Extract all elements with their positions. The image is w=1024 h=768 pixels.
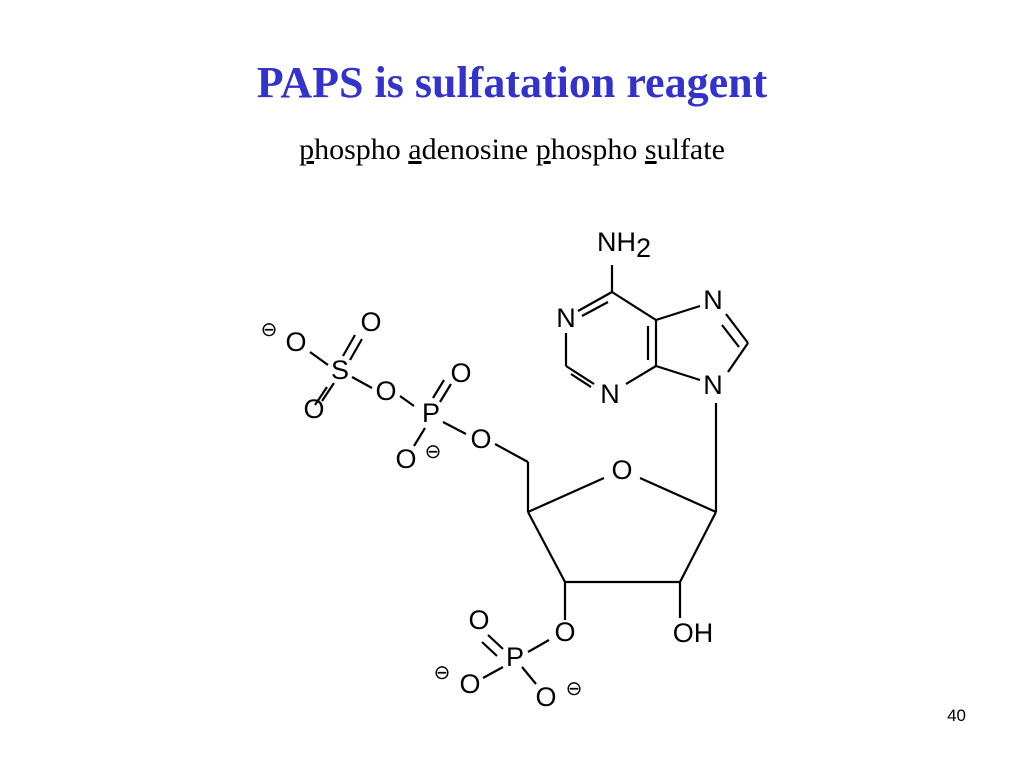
bond-n7-c8-double [721, 324, 740, 348]
bond-p2-oleft [482, 666, 504, 679]
bond-c5-n7 [655, 304, 701, 322]
subtitle-word-adenosine: adenosine [408, 133, 529, 166]
atom-oh: OH [673, 618, 714, 648]
atom-labels: NH2 N N N N O OH O ⊖ O S O O O P O O ⊖ O… [261, 227, 723, 712]
atom-p2-o-left: O [459, 669, 480, 699]
atom-p1-o-right: O [470, 424, 491, 454]
bond-p1-otop [432, 379, 445, 399]
bond-s-otop [342, 334, 356, 357]
bond-c5p-o5p [494, 443, 529, 463]
bond-s-otop-double [349, 338, 363, 361]
bond-c5-c6 [611, 291, 657, 321]
bond-n3-c4 [625, 365, 657, 385]
bond-p2-otop-double [481, 641, 498, 657]
bond-p1-obottom [413, 427, 426, 447]
subtitle-word-phospho-2: phospho [535, 133, 638, 166]
atom-n3: N [600, 379, 620, 409]
atom-s-o-left: O [285, 327, 306, 357]
bond-n9-c4 [655, 364, 701, 382]
atom-s: S [331, 355, 349, 385]
bond-c1p-o4p [639, 476, 717, 514]
bond-c2-n3 [565, 365, 595, 385]
bond-s-obottom [321, 382, 335, 402]
atom-p1: P [422, 398, 440, 428]
bond-lines [309, 265, 749, 685]
subtitle-word-phospho-1: phospho [299, 133, 401, 166]
atom-p2-o-right: O [554, 617, 575, 647]
bond-p2-obottom [521, 666, 537, 685]
atom-p1-o-top: O [450, 358, 471, 388]
bond-p1-obridge [399, 395, 415, 407]
slide-title: PAPS is sulfatation reagent [256, 58, 768, 107]
bond-c1p-c2p [679, 511, 717, 583]
atom-n1: N [556, 303, 576, 333]
atom-n9: N [703, 370, 723, 400]
bond-p1-otop-double [439, 383, 452, 403]
bond-c6-n1-double [581, 301, 609, 317]
charge-s-o-left: ⊖ [261, 319, 278, 341]
charge-p2-o-left: ⊖ [434, 662, 451, 684]
atom-p2: P [506, 642, 524, 672]
bond-o4p-c4p [527, 476, 605, 514]
bond-s-obottom-double [314, 386, 328, 406]
bond-c6-n1 [577, 291, 613, 312]
bond-c8-n9 [727, 342, 749, 373]
subtitle-word-sulfate: sulfate [644, 133, 725, 166]
bond-p2-otop [487, 634, 504, 650]
bond-obridge-s [351, 376, 373, 389]
slide-subtitle: phospho adenosine phospho sulfate [0, 131, 1024, 169]
atom-ring-o: O [611, 455, 632, 485]
bond-o5p-p1 [442, 421, 467, 435]
slide-number: 40 [947, 706, 966, 725]
atom-nh2: NH2 [597, 227, 651, 263]
atom-s-o-top: O [360, 307, 381, 337]
atom-bridge-o: O [375, 376, 396, 406]
atom-s-o-bottom: O [303, 394, 324, 424]
bond-o3p-p2 [527, 639, 550, 653]
bond-n7-c8 [725, 313, 749, 344]
charge-p1-o-bottom: ⊖ [425, 441, 442, 463]
bond-c3p-c4p [527, 511, 566, 583]
charge-p2-o-bottom: ⊖ [566, 678, 583, 700]
bond-c2-n3-double [570, 373, 592, 388]
atom-p1-o-bottom: O [395, 444, 416, 474]
atom-p2-o-top: O [468, 605, 489, 635]
atom-n7: N [703, 285, 723, 315]
bond-s-oleft [309, 351, 329, 366]
atom-p2-o-bottom: O [535, 682, 556, 712]
